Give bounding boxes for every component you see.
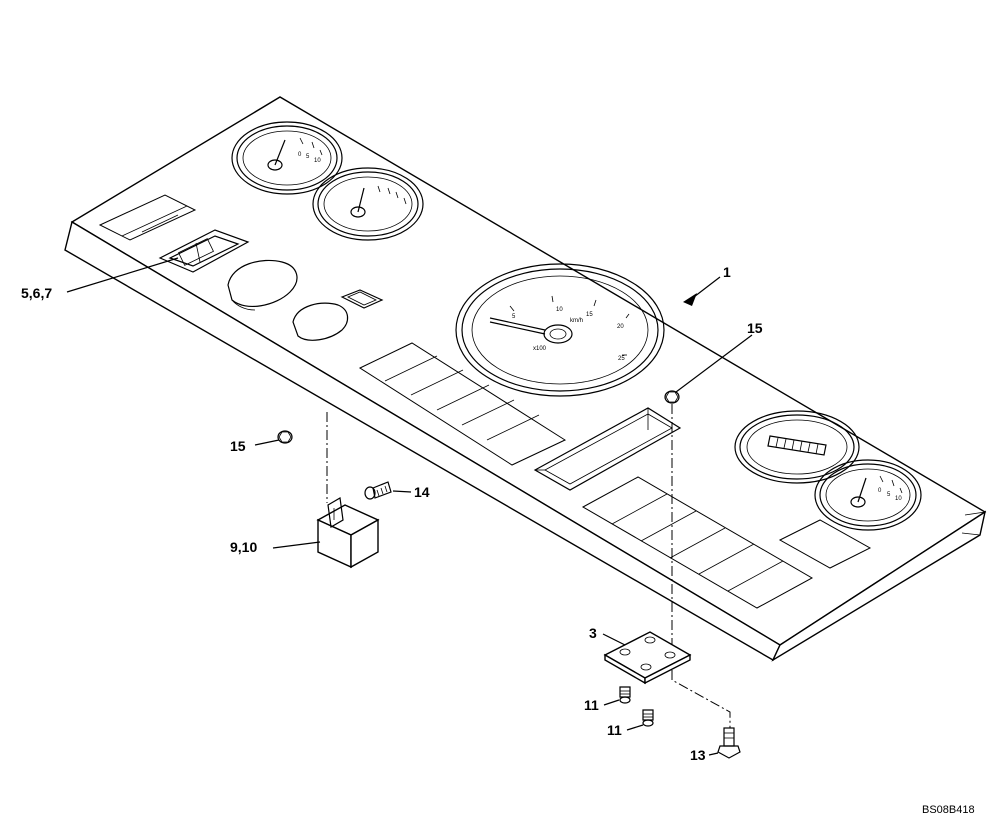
bolt-13 <box>717 727 741 759</box>
scale-label-10: 10 <box>314 158 321 164</box>
instrument-panel <box>64 96 987 662</box>
gauge-top-left: 0 5 10 <box>231 121 343 195</box>
speedometer: 5 10 15 20 25 km/h x100 <box>455 263 665 397</box>
right-scale-5: 5 <box>887 492 891 498</box>
speedo-label-15: 15 <box>586 312 593 318</box>
callouts: 5,6,7 1 15 15 14 9,10 3 11 11 13 <box>21 264 763 763</box>
speedo-label-5: 5 <box>512 314 516 320</box>
mounting-plate <box>603 631 692 685</box>
switch-blank-row-right <box>581 476 814 609</box>
callout-14: 14 <box>414 484 430 500</box>
callout-1: 1 <box>723 264 731 280</box>
callout-11-b: 11 <box>607 722 622 738</box>
indicator-lamp-large <box>227 259 298 311</box>
indicator-lamp-small <box>292 302 349 341</box>
callout-11-a: 11 <box>584 697 599 713</box>
speedo-unit: km/h <box>570 318 583 324</box>
right-scale-10: 10 <box>895 496 902 502</box>
switch-blank-right-small <box>778 519 872 569</box>
hour-meter-gauge <box>734 410 860 484</box>
rocker-switch <box>158 229 250 273</box>
assembly-centerlines <box>326 404 731 728</box>
relay <box>316 497 380 569</box>
callout-15-top: 15 <box>747 320 763 336</box>
bolt-14 <box>364 481 392 500</box>
callout-15-left: 15 <box>230 438 246 454</box>
callout-5-6-7: 5,6,7 <box>21 285 52 301</box>
scale-label-5: 5 <box>306 154 310 160</box>
speedo-label-20: 20 <box>617 324 624 330</box>
gauge-top-middle <box>312 167 424 241</box>
drawing-reference: BS08B418 <box>922 804 975 816</box>
switch-blank-group-left <box>98 194 197 241</box>
speedo-label-10: 10 <box>556 307 563 313</box>
scale-label-0: 0 <box>298 152 302 158</box>
callout-3: 3 <box>589 625 597 641</box>
nut-15-left <box>277 430 293 444</box>
hour-meter-opening <box>340 289 384 309</box>
gauge-right: 0 5 10 <box>814 459 922 531</box>
callout-13: 13 <box>690 747 706 763</box>
nut-15-top <box>664 390 680 404</box>
callout-9-10: 9,10 <box>230 539 257 555</box>
screw-11-a <box>619 686 631 704</box>
leader-lines <box>66 257 753 756</box>
right-scale-0: 0 <box>878 488 882 494</box>
screw-11-b <box>642 709 654 727</box>
speedo-label-25: 25 <box>618 356 625 362</box>
speedo-multiplier: x100 <box>533 346 547 352</box>
switch-blank-row-left <box>358 342 567 466</box>
